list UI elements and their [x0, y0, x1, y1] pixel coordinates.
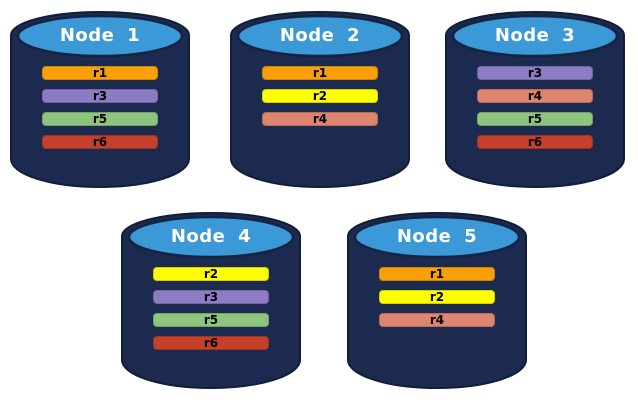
node-2-replica-r1: r1 — [262, 66, 378, 80]
node-5-replica-r2: r2 — [379, 290, 495, 304]
node-1-replica-list: r1 r3 r5 r6 — [42, 66, 158, 149]
node-4-replica-r2: r2 — [153, 267, 269, 281]
cylinder-top — [127, 215, 295, 259]
node-3-replica-r5: r5 — [477, 112, 593, 126]
node-5: Node 5 r1 r2 r4 — [347, 211, 527, 389]
node-2-replica-r4: r4 — [262, 112, 378, 126]
node-4-title: Node 4 — [170, 226, 252, 247]
node-1-replica-r6: r6 — [42, 135, 158, 149]
node-3-title: Node 3 — [494, 25, 576, 46]
node-3-replica-r6: r6 — [477, 135, 593, 149]
node-3-replica-list: r3 r4 r5 r6 — [477, 66, 593, 149]
node-4-replica-list: r2 r3 r5 r6 — [153, 267, 269, 350]
cylinder-top — [451, 14, 619, 58]
cylinder-top — [353, 215, 521, 259]
node-1-replica-r5: r5 — [42, 112, 158, 126]
node-4-replica-r6: r6 — [153, 336, 269, 350]
node-4-replica-r5: r5 — [153, 313, 269, 327]
node-1-replica-r3: r3 — [42, 89, 158, 103]
node-3-replica-r4: r4 — [477, 89, 593, 103]
node-5-replica-r4: r4 — [379, 313, 495, 327]
node-1-title: Node 1 — [59, 25, 141, 46]
node-5-title: Node 5 — [396, 226, 478, 247]
cylinder-top — [236, 14, 404, 58]
node-5-replica-list: r1 r2 r4 — [379, 267, 495, 327]
node-2-replica-r2: r2 — [262, 89, 378, 103]
node-4: Node 4 r2 r3 r5 r6 — [121, 211, 301, 389]
node-1-replica-r1: r1 — [42, 66, 158, 80]
node-2: Node 2 r1 r2 r4 — [230, 10, 410, 188]
cylinder-top — [16, 14, 184, 58]
node-2-replica-list: r1 r2 r4 — [262, 66, 378, 126]
node-1: Node 1 r1 r3 r5 r6 — [10, 10, 190, 188]
node-2-title: Node 2 — [279, 25, 361, 46]
node-5-replica-r1: r1 — [379, 267, 495, 281]
node-4-replica-r3: r3 — [153, 290, 269, 304]
node-3-replica-r3: r3 — [477, 66, 593, 80]
node-3: Node 3 r3 r4 r5 r6 — [445, 10, 625, 188]
